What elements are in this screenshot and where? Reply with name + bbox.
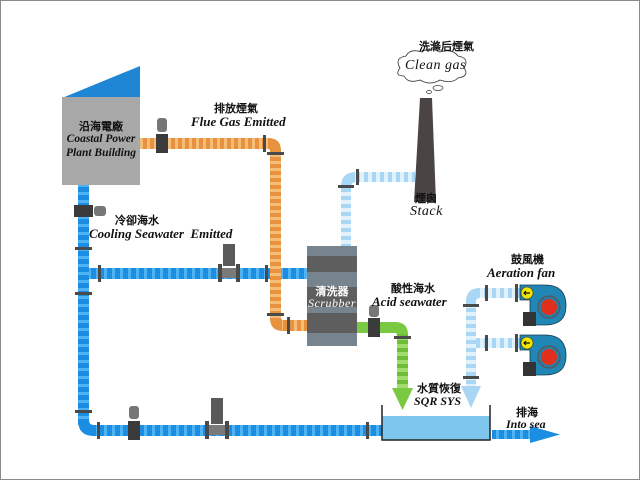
cooling-seawater-pipes xyxy=(75,185,382,439)
cooling-seawater-label-en: Cooling Seawater Emitted xyxy=(89,226,233,241)
flue-gas-label-zh: 排放煙氣 xyxy=(214,102,258,115)
building-label-en-2: Plant Building xyxy=(66,147,136,159)
acid-seawater-label-en: Acid seawater xyxy=(372,294,447,309)
flow-meter-icon xyxy=(128,406,140,440)
aeration-air-pipe xyxy=(461,284,521,408)
building-roof xyxy=(62,66,140,98)
blower-fan-icon xyxy=(519,334,567,376)
clean-gas-label-en: Clean gas xyxy=(405,58,466,73)
cooling-pipe-bottom xyxy=(92,425,382,436)
sqr-label-en: SQR SYS xyxy=(414,394,462,408)
sqr-label-zh: 水質恢復 xyxy=(417,382,461,395)
scrubber-label-zh: 清洗器 xyxy=(315,285,349,298)
stack xyxy=(414,98,436,202)
power-plant-building xyxy=(62,66,140,185)
acid-seawater-pipe xyxy=(357,322,413,410)
flow-meter-icon xyxy=(368,305,380,337)
flue-gas-pipe xyxy=(140,135,307,334)
pump-icon xyxy=(218,244,240,282)
flue-gas-label-en: Flue Gas Emitted xyxy=(191,114,286,129)
into-sea-label-zh: 排海 xyxy=(516,406,538,419)
cooling-pipe-to-scrubber xyxy=(89,268,307,279)
flow-meter-icon xyxy=(74,205,106,217)
aeration-fan-label-en: Aeration fan xyxy=(487,265,556,280)
cooling-seawater-label-zh: 冷卻海水 xyxy=(115,214,159,227)
into-sea-arrow xyxy=(492,426,560,443)
stack-label-zh: 煙囪 xyxy=(415,192,437,205)
cloud-bubble-icon xyxy=(397,48,467,94)
clean-gas-label-zh: 洗滌后煙氣 xyxy=(419,40,474,53)
cooling-pipe-vertical xyxy=(78,185,89,425)
scrubber-label-en: Scrubber xyxy=(308,296,356,310)
scrubber-tower xyxy=(307,246,357,346)
into-sea-label-en: Into sea xyxy=(506,417,546,431)
building-label-zh: 沿海電廠 xyxy=(79,120,123,133)
stack-label-en: Stack xyxy=(410,204,443,219)
acid-seawater-label-zh: 酸性海水 xyxy=(391,282,435,295)
aeration-fan-label-zh: 鼓風機 xyxy=(511,253,544,266)
building-body xyxy=(62,97,140,185)
building-label-en-1: Coastal Power xyxy=(66,133,136,145)
blower-fan-icon xyxy=(519,284,567,326)
pump-icon xyxy=(205,398,229,439)
cooling-pipe-elbow xyxy=(78,420,94,436)
clean-gas-pipe xyxy=(338,169,415,247)
sqr-tank xyxy=(381,405,491,441)
flow-meter-icon xyxy=(156,118,168,153)
